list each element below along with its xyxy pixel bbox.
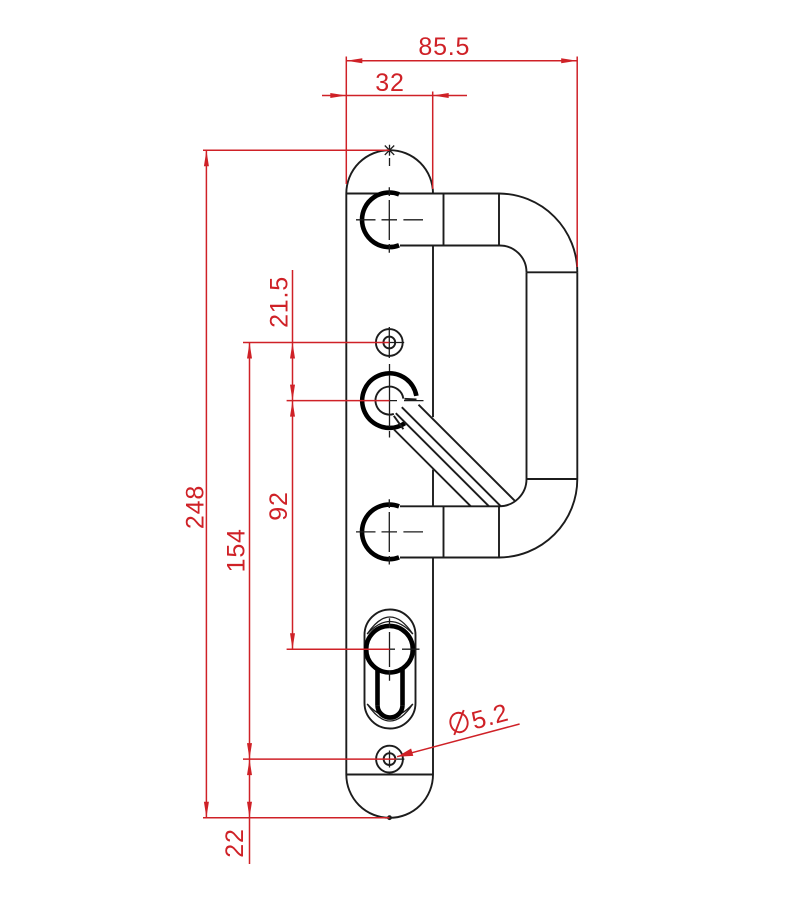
svg-text:22: 22 — [221, 828, 249, 857]
svg-text:154: 154 — [223, 528, 251, 572]
svg-text:85.5: 85.5 — [418, 33, 470, 61]
svg-text:32: 32 — [375, 69, 404, 97]
svg-text:248: 248 — [182, 485, 210, 529]
svg-text:92: 92 — [265, 491, 293, 520]
svg-text:21.5: 21.5 — [266, 276, 294, 328]
